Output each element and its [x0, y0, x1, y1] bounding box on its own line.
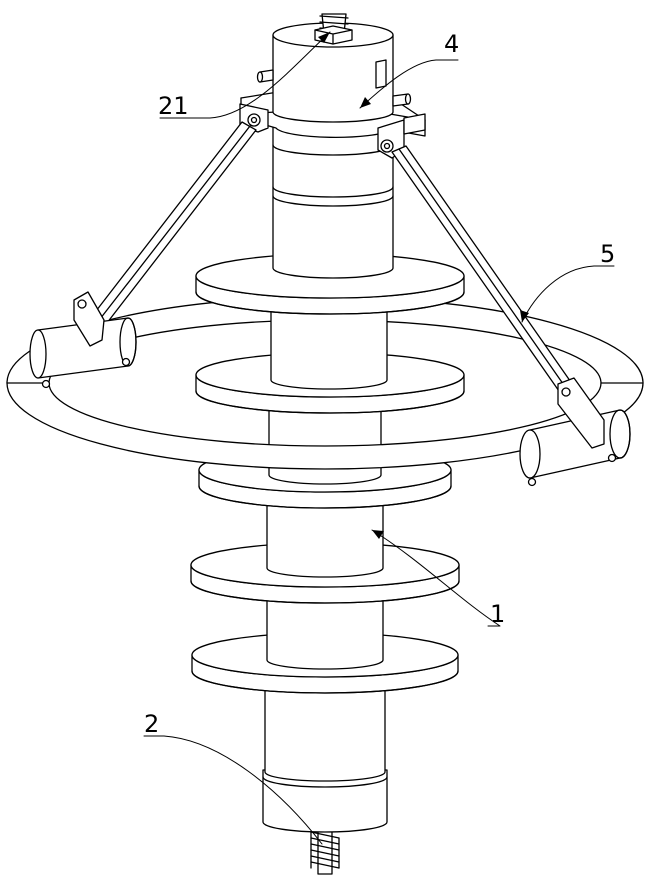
column-3 [267, 505, 383, 577]
label-21: 21 [158, 92, 189, 120]
label-5: 5 [600, 240, 615, 268]
label-4: 4 [444, 30, 459, 58]
label-2: 2 [144, 710, 159, 738]
bottom-spring [311, 826, 339, 874]
label-1: 1 [490, 600, 505, 628]
lower-body [263, 690, 387, 832]
upper-column [273, 120, 393, 278]
column-4 [267, 600, 383, 669]
